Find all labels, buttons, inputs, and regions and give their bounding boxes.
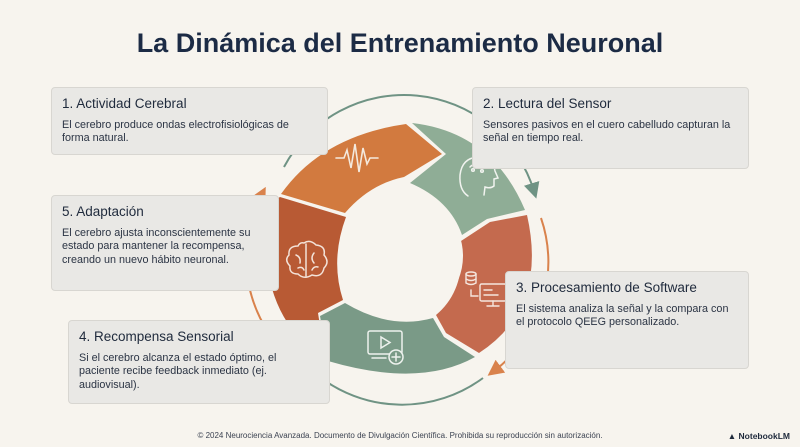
step-title: 2. Lectura del Sensor <box>483 96 612 111</box>
segment-4 <box>320 303 475 374</box>
brainwave-icon <box>335 143 379 173</box>
step-card-5: 5. Adaptación El cerebro ajusta inconsci… <box>51 195 279 291</box>
footer-copyright: © 2024 Neurociencia Avanzada. Documento … <box>197 431 603 440</box>
video-play-icon <box>367 330 404 365</box>
segment-1 <box>281 124 442 213</box>
step-title: 5. Adaptación <box>62 204 144 219</box>
step-title: 4. Recompensa Sensorial <box>79 329 234 344</box>
brain-icon <box>286 240 328 278</box>
step-title: 1. Actividad Cerebral <box>62 96 187 111</box>
step-description: El sistema analiza la señal y la compara… <box>516 302 729 329</box>
step-card-4: 4. Recompensa Sensorial Si el cerebro al… <box>68 320 330 404</box>
brand-name: NotebookLM <box>738 431 790 441</box>
step-description: Sensores pasivos en el cuero cabelludo c… <box>483 118 731 145</box>
step-description: Si el cerebro alcanza el estado óptimo, … <box>79 351 277 392</box>
step-card-3: 3. Procesamiento de Software El sistema … <box>505 271 749 369</box>
step-description: El cerebro produce ondas electrofisiológ… <box>62 118 289 145</box>
segment-2 <box>410 123 525 235</box>
step-title: 3. Procesamiento de Software <box>516 280 697 295</box>
step-card-2: 2. Lectura del Sensor Sensores pasivos e… <box>472 87 749 169</box>
computer-data-icon <box>465 271 507 307</box>
page-title: La Dinámica del Entrenamiento Neuronal <box>136 28 664 58</box>
outer-arrow-bottom <box>309 368 484 406</box>
step-description: El cerebro ajusta inconscientemente su e… <box>62 226 251 267</box>
center-circle <box>339 194 463 318</box>
notebook-icon: ▲ <box>727 431 737 441</box>
step-card-1: 1. Actividad Cerebral El cerebro produce… <box>51 87 328 155</box>
brand-logo: ▲ NotebookLM <box>728 431 790 441</box>
